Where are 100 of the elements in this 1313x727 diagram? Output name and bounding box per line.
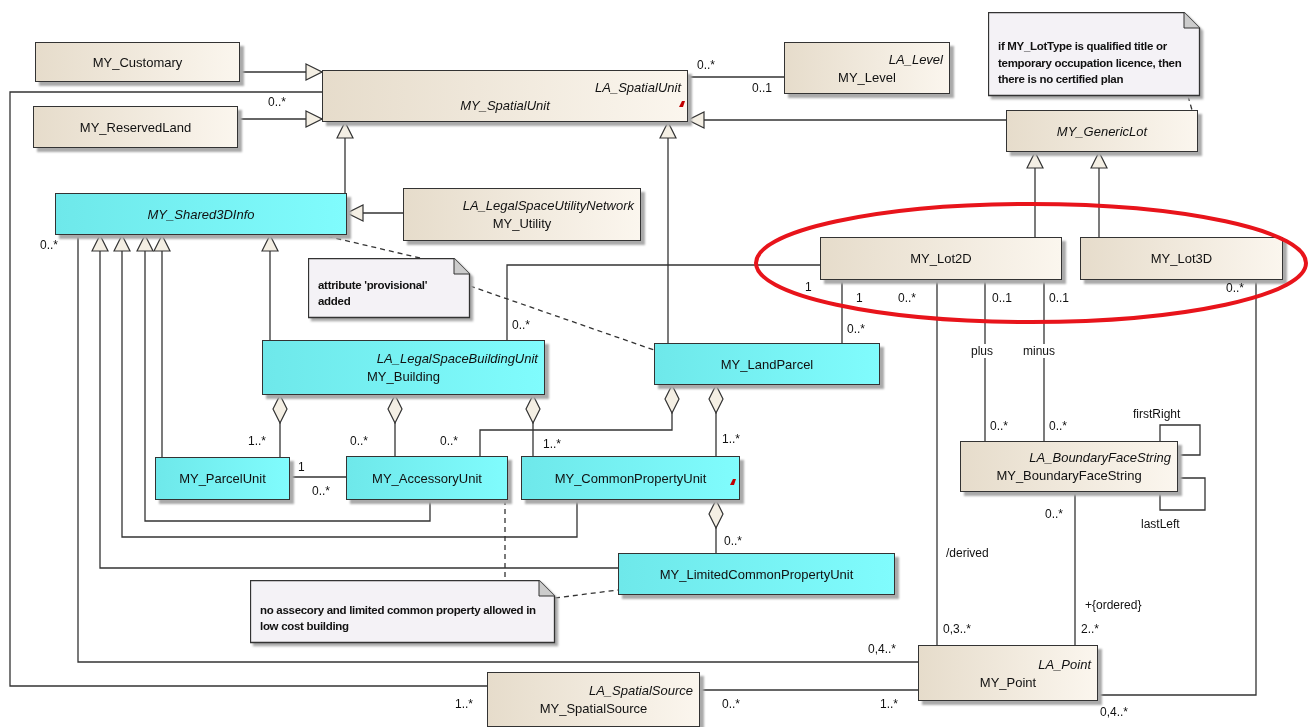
parent-class-name: LA_Point — [1038, 656, 1093, 672]
generalization-arrow — [237, 110, 323, 128]
note-box — [250, 580, 555, 643]
generalization-arrow — [91, 234, 619, 569]
multiplicity-label: 0..* — [722, 697, 740, 711]
multiplicity-label: 0..1 — [992, 291, 1012, 305]
association-line — [1097, 279, 1257, 696]
multiplicity-label: 0..* — [350, 434, 368, 448]
class-box — [1006, 110, 1198, 152]
generalization-arrow — [136, 234, 431, 522]
class-name: MY_ReservedLand — [79, 119, 192, 135]
aggregation-line — [479, 384, 680, 457]
multiplicity-label: 0..* — [898, 291, 916, 305]
multiplicity-label: 1..* — [455, 697, 473, 711]
class-box — [960, 441, 1178, 492]
class-box — [487, 672, 700, 727]
multiplicity-label: 0..* — [724, 534, 742, 548]
multiplicity-label: 1..* — [880, 697, 898, 711]
class-name: MY_GenericLot — [1056, 123, 1148, 139]
multiplicity-label: 0..1 — [752, 81, 772, 95]
multiplicity-label: 1..* — [722, 432, 740, 446]
note-text: if MY_LotType is qualified title or temporary occupation licence, then there is no certified plan — [998, 39, 1183, 88]
association-line — [984, 279, 986, 442]
parent-class-name: LA_LegalSpaceBuildingUnit — [376, 351, 540, 366]
generalization-arrow — [659, 121, 677, 344]
class-name: MY_CommonPropertyUnit — [554, 470, 707, 486]
association-line — [699, 689, 919, 691]
association-line — [687, 76, 785, 78]
class-name: MY_SpatialSource — [539, 701, 648, 716]
note-link — [1187, 95, 1193, 111]
aggregation-line — [708, 384, 724, 457]
multiplicity-label: 0..* — [697, 58, 715, 72]
class-name: MY_Level — [838, 69, 896, 85]
multiplicity-label: 1..* — [543, 437, 561, 451]
class-name: MY_AccessoryUnit — [372, 470, 482, 486]
note-box — [308, 258, 470, 318]
note-link — [469, 285, 655, 351]
generalization-arrow — [239, 63, 323, 81]
class-box — [33, 106, 238, 148]
multiplicity-label: 2..* — [1081, 622, 1099, 636]
multiplicity-label: 0..* — [1049, 419, 1067, 433]
class-name: MY_Utility — [492, 216, 552, 231]
association-line — [1043, 279, 1045, 442]
class-name: MY_Lot2D — [910, 251, 972, 266]
class-box — [784, 42, 950, 94]
multiplicity-label: 0..* — [440, 434, 458, 448]
class-box — [322, 70, 688, 122]
multiplicity-label: 0..* — [990, 419, 1008, 433]
role-label: firstRight — [1132, 407, 1182, 421]
association-line — [1074, 491, 1076, 646]
class-box — [1080, 237, 1283, 280]
class-name: MY_LimitedCommonPropertyUnit — [659, 566, 854, 582]
parent-class-name: LA_BoundaryFaceString — [1029, 450, 1172, 465]
role-label: plus — [970, 344, 994, 358]
class-box — [155, 457, 290, 500]
class-box — [346, 456, 508, 500]
class-name: MY_LandParcel — [720, 356, 814, 372]
multiplicity-label: 0..* — [40, 238, 58, 252]
class-box — [618, 553, 895, 595]
role-label: /derived — [945, 546, 990, 560]
class-box — [35, 42, 240, 82]
multiplicity-label: 0,4..* — [868, 642, 897, 656]
role-label: +{ordered} — [1084, 598, 1143, 612]
association-line — [9, 91, 488, 687]
association-line — [841, 279, 843, 344]
multiplicity-label: 0,3..* — [943, 622, 972, 636]
multiplicity-label: 1 — [856, 291, 863, 305]
class-name: MY_BoundaryFaceString — [996, 468, 1142, 483]
aggregation-line — [708, 499, 724, 554]
role-label: minus — [1022, 344, 1056, 358]
multiplicity-label: 1 — [805, 280, 812, 294]
generalization-arrow — [687, 111, 1007, 129]
association-line — [77, 234, 919, 663]
class-box — [654, 343, 880, 385]
multiplicity-label: 0,4..* — [1100, 705, 1129, 719]
multiplicity-label: 0..* — [1045, 507, 1063, 521]
association-line — [936, 279, 938, 646]
parent-class-name: LA_LegalSpaceUtilityNetwork — [462, 198, 635, 213]
aggregation-line — [387, 394, 403, 457]
multiplicity-label: 0..* — [1226, 281, 1244, 295]
generalization-arrow — [336, 121, 354, 194]
multiplicity-label: 0..* — [512, 318, 530, 332]
class-name: MY_Building — [367, 369, 440, 384]
class-name: MY_Point — [979, 674, 1037, 690]
note-text: attribute 'provisional' added — [318, 277, 429, 310]
note-text: no assecory and limited common property allowed in low cost building — [260, 602, 537, 635]
association-line — [1159, 477, 1206, 511]
generalization-arrow — [1026, 151, 1044, 238]
generalization-arrow — [113, 234, 578, 538]
multiplicity-label: 0..* — [847, 322, 865, 336]
note-box — [988, 12, 1200, 96]
class-box — [403, 188, 641, 241]
generalization-arrow — [1090, 151, 1108, 238]
class-name: MY_Lot3D — [1150, 251, 1213, 266]
class-box — [55, 193, 347, 235]
parent-class-name: LA_Level — [888, 51, 944, 67]
parent-class-name: LA_SpatialUnit — [595, 79, 683, 95]
aggregation-line — [525, 394, 541, 457]
generalization-arrow — [153, 234, 171, 458]
class-name: MY_Shared3DInfo — [147, 206, 255, 222]
